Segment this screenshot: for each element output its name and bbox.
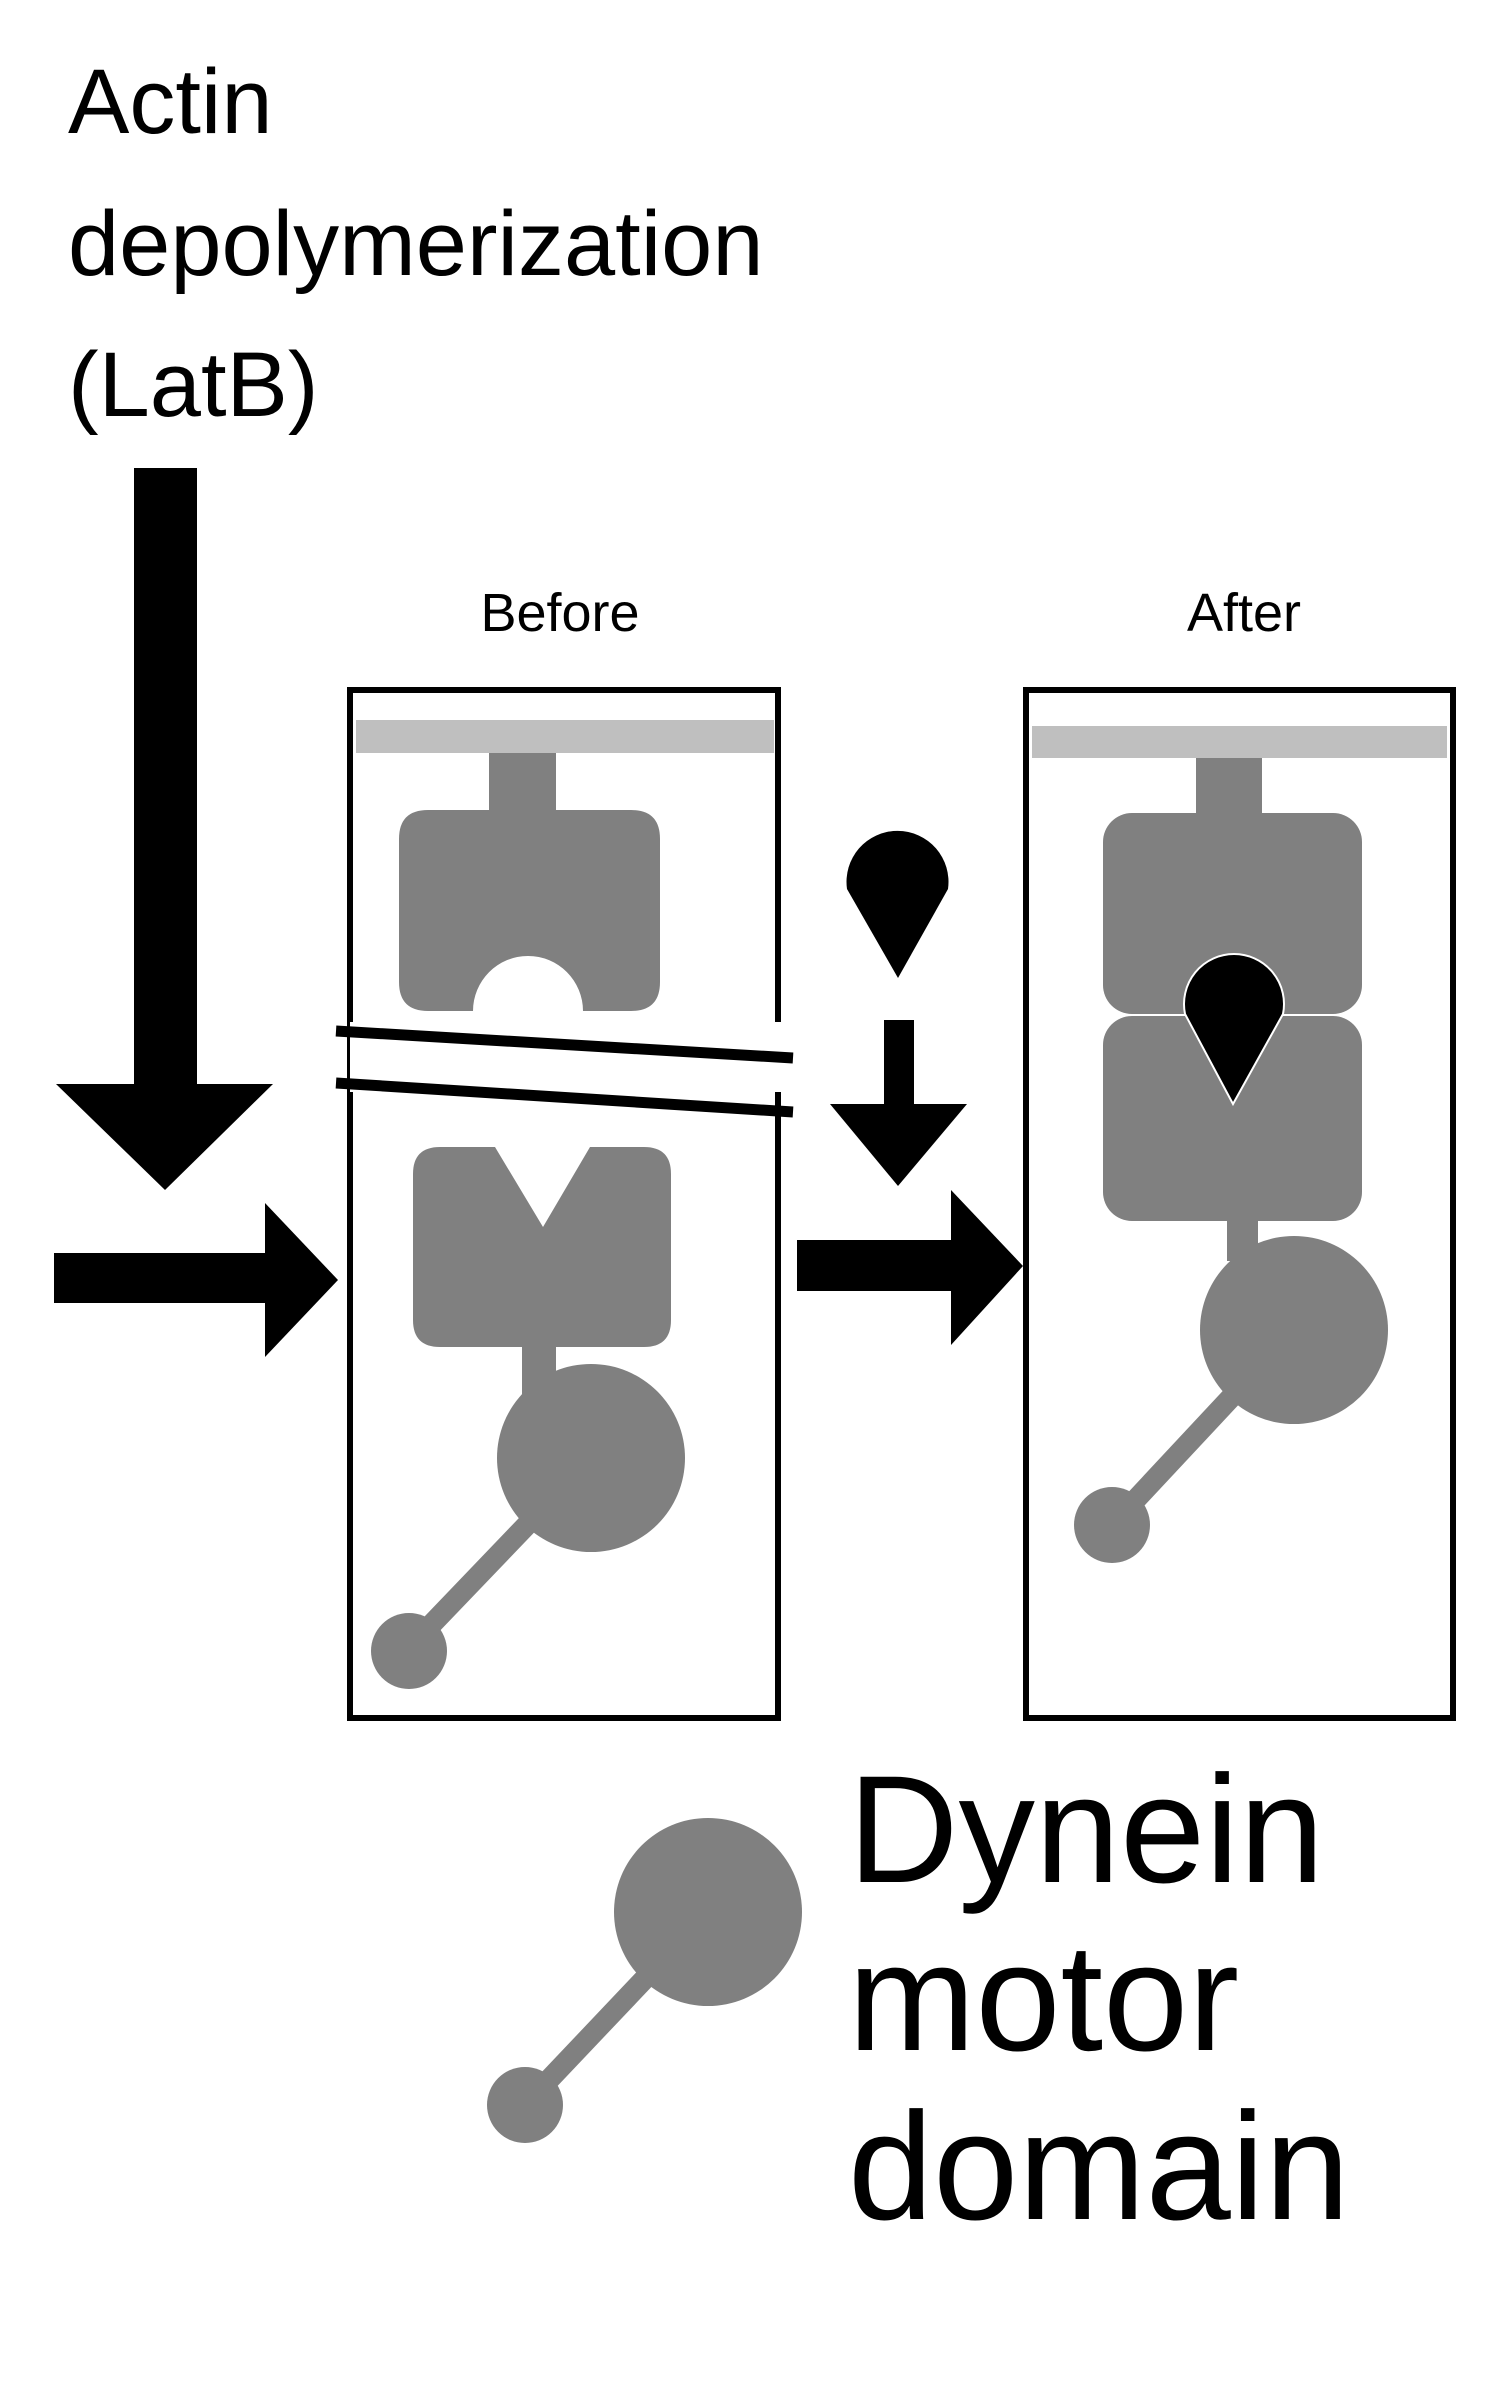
before-membrane (356, 720, 774, 753)
before-upper-receptor (399, 810, 660, 1011)
before-lower-adaptor (413, 1147, 671, 1347)
ligand-teardrop-icon (846, 830, 949, 978)
after-dynein-icon (1074, 1236, 1388, 1563)
after-lower-adaptor (1103, 1016, 1362, 1221)
after-panel (1023, 687, 1456, 1721)
before-dynein-icon (371, 1364, 685, 1689)
after-panel-title: After (1187, 583, 1301, 643)
transition-arrow-icon (797, 1190, 1023, 1345)
legend-line-2: motor (848, 1912, 1239, 2083)
treatment-title: Actin depolymerization (LatB) (68, 51, 763, 436)
legend: Dynein motor domain (487, 1744, 1350, 2252)
treatment-line-2: depolymerization (68, 193, 763, 295)
treatment-line-3: (LatB) (68, 334, 319, 436)
legend-dynein-icon (487, 1818, 802, 2143)
ligand-down-arrow-icon (830, 1020, 967, 1186)
after-membrane (1032, 726, 1447, 758)
legend-line-3: domain (848, 2081, 1350, 2252)
after-upper-receptor (1103, 813, 1362, 1014)
input-arrow-icon (54, 1203, 338, 1357)
treatment-line-1: Actin (68, 51, 273, 153)
before-panel-title: Before (480, 583, 639, 643)
before-panel (335, 687, 794, 1721)
legend-line-1: Dynein (848, 1744, 1324, 1915)
treatment-down-arrow-icon (56, 468, 273, 1190)
after-bound-ligand-icon (1183, 953, 1285, 1107)
